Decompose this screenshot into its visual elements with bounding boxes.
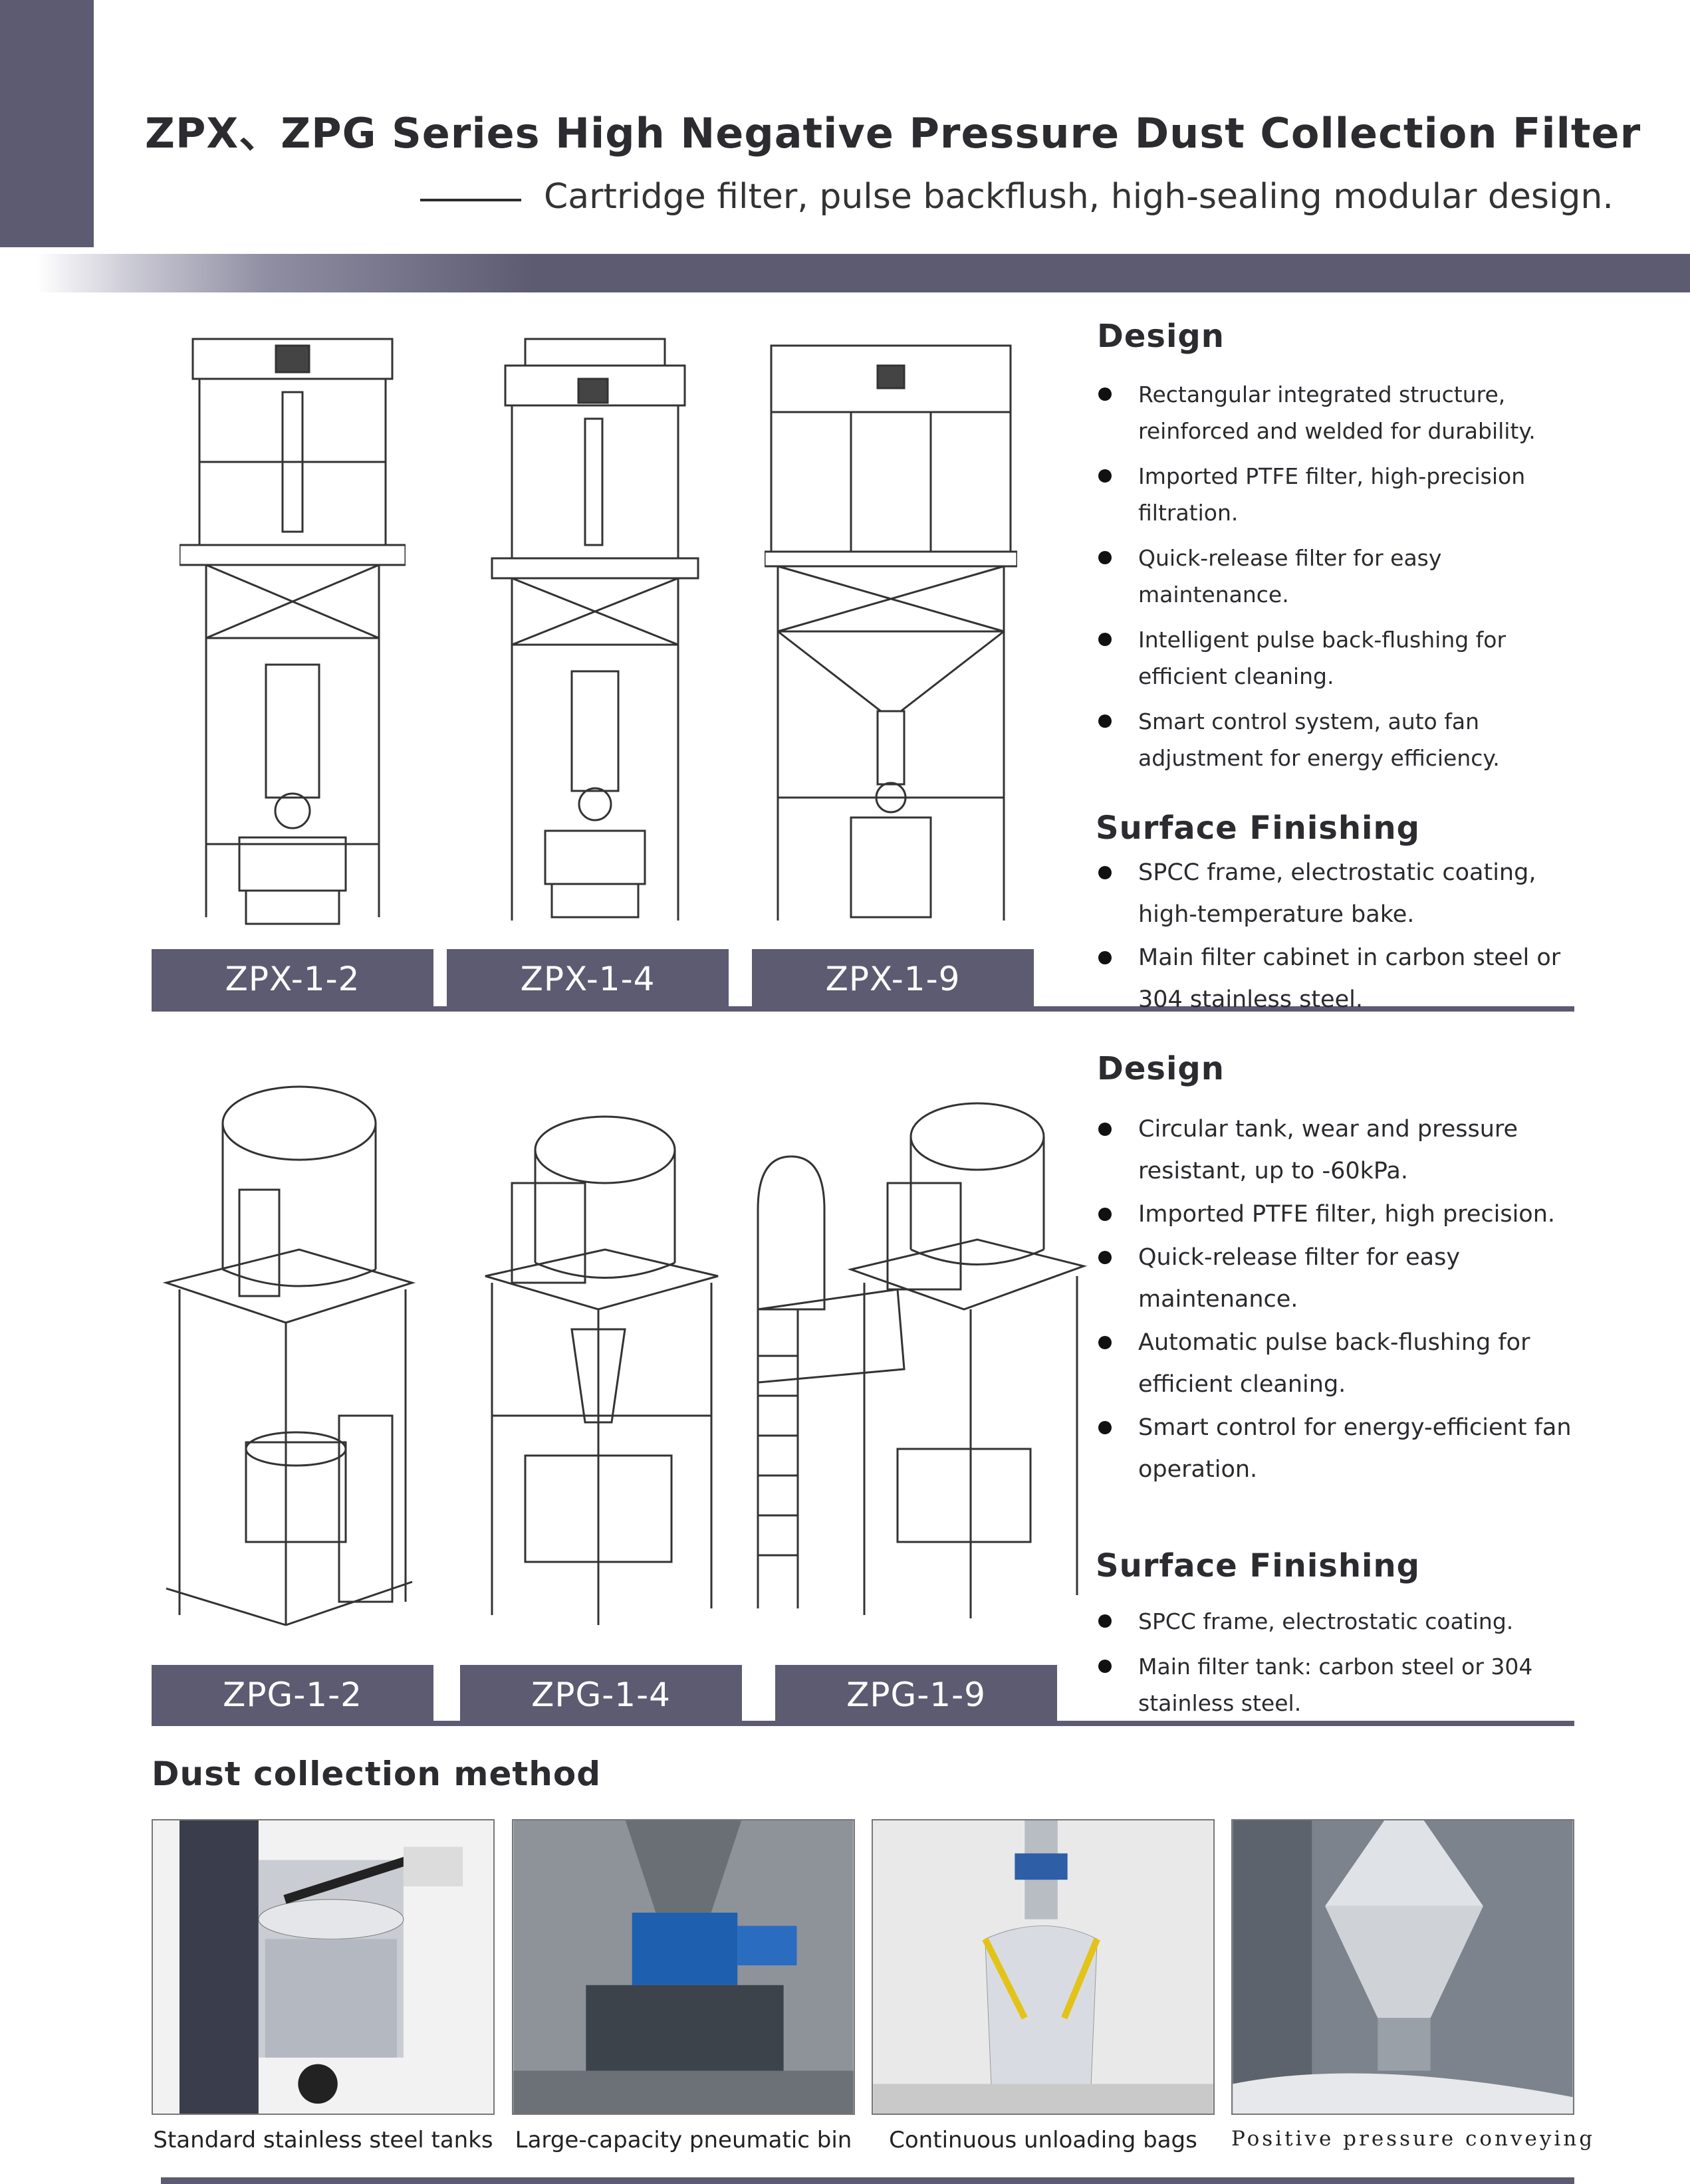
list-item: Smart control for energy-efficient fan o…	[1098, 1407, 1577, 1491]
bullet-icon	[1098, 866, 1112, 879]
photo-unloading-bags	[872, 1819, 1215, 2115]
model-label-zpx-1-9: ZPX-1-9	[752, 949, 1034, 1009]
zpg-finish-list: SPCC frame, electrostatic coating. Main …	[1098, 1603, 1577, 1730]
list-item: Automatic pulse back-flushing for effici…	[1098, 1322, 1577, 1406]
bullet-icon	[1098, 633, 1112, 646]
bullet-icon	[1098, 1614, 1112, 1628]
header-side-block	[0, 0, 94, 247]
bullet-icon	[1098, 1123, 1112, 1136]
model-label-zpg-1-4: ZPG-1-4	[460, 1665, 742, 1725]
caption-pneumatic-bin: Large-capacity pneumatic bin	[515, 2127, 852, 2153]
page-subtitle: Cartridge filter, pulse backflush, high-…	[544, 177, 1614, 217]
bullet-icon	[1098, 551, 1112, 564]
list-item: Main filter cabinet in carbon steel or 3…	[1098, 937, 1590, 1021]
zpx-1-4-drawing	[485, 332, 711, 930]
zpx-1-2-drawing	[180, 319, 406, 930]
zpg-1-9-drawing	[751, 1090, 1090, 1622]
model-label-zpg-1-2: ZPG-1-2	[152, 1665, 433, 1725]
bullet-icon	[1098, 1660, 1112, 1673]
model-label-zpx-1-2: ZPX-1-2	[152, 949, 433, 1009]
bullet-icon	[1098, 1208, 1112, 1221]
photo-positive-pressure	[1231, 1819, 1574, 2115]
model-label-zpg-1-9: ZPG-1-9	[775, 1665, 1057, 1725]
caption-stainless-tanks: Standard stainless steel tanks	[153, 2127, 493, 2153]
zpx-1-9-drawing	[765, 339, 1017, 930]
model-label-zpx-1-4: ZPX-1-4	[447, 949, 729, 1009]
bullet-icon	[1098, 714, 1112, 728]
zpg-design-title: Design	[1097, 1050, 1225, 1087]
list-item: Circular tank, wear and pressure resista…	[1098, 1109, 1577, 1192]
zpx-section-rule	[152, 1006, 1574, 1012]
zpx-finish-list: SPCC frame, electrostatic coating, high-…	[1098, 852, 1590, 1022]
subtitle-dash	[420, 199, 521, 201]
list-item: Imported PTFE filter, high-precision fil…	[1098, 458, 1577, 531]
bullet-icon	[1098, 1336, 1112, 1349]
bullet-icon	[1098, 951, 1112, 964]
dust-collection-title: Dust collection method	[152, 1755, 602, 1793]
zpg-1-2-drawing	[160, 1070, 419, 1628]
bottom-rule	[161, 2177, 1574, 2184]
list-item: Intelligent pulse back-flushing for effi…	[1098, 621, 1577, 695]
header-band	[37, 254, 1690, 292]
bullet-icon	[1098, 469, 1112, 483]
list-item: Quick-release filter for easy maintenanc…	[1098, 1237, 1577, 1321]
list-item: SPCC frame, electrostatic coating, high-…	[1098, 852, 1590, 936]
list-item: Main filter tank: carbon steel or 304 st…	[1098, 1648, 1577, 1721]
list-item: Rectangular integrated structure, reinfo…	[1098, 376, 1577, 449]
bullet-icon	[1098, 1251, 1112, 1264]
bullet-icon	[1098, 387, 1112, 401]
bullet-icon	[1098, 1421, 1112, 1434]
caption-positive-pressure: Positive pressure conveying	[1231, 2127, 1596, 2151]
list-item: Smart control system, auto fan adjustmen…	[1098, 703, 1577, 776]
list-item: Quick-release filter for easy maintenanc…	[1098, 540, 1577, 613]
zpx-design-title: Design	[1097, 318, 1225, 355]
list-item: Imported PTFE filter, high precision.	[1098, 1194, 1577, 1236]
photo-stainless-tanks	[152, 1819, 495, 2115]
zpg-1-4-drawing	[472, 1103, 725, 1628]
zpx-design-list: Rectangular integrated structure, reinfo…	[1098, 376, 1577, 785]
list-item: SPCC frame, electrostatic coating.	[1098, 1603, 1577, 1640]
zpg-finish-title: Surface Finishing	[1096, 1547, 1420, 1584]
photo-pneumatic-bin	[512, 1819, 855, 2115]
caption-unloading-bags: Continuous unloading bags	[889, 2127, 1197, 2153]
page-title: ZPX、ZPG Series High Negative Pressure Du…	[145, 109, 1641, 158]
zpg-section-rule	[152, 1721, 1574, 1726]
zpg-design-list: Circular tank, wear and pressure resista…	[1098, 1109, 1577, 1492]
zpx-finish-title: Surface Finishing	[1096, 810, 1420, 847]
